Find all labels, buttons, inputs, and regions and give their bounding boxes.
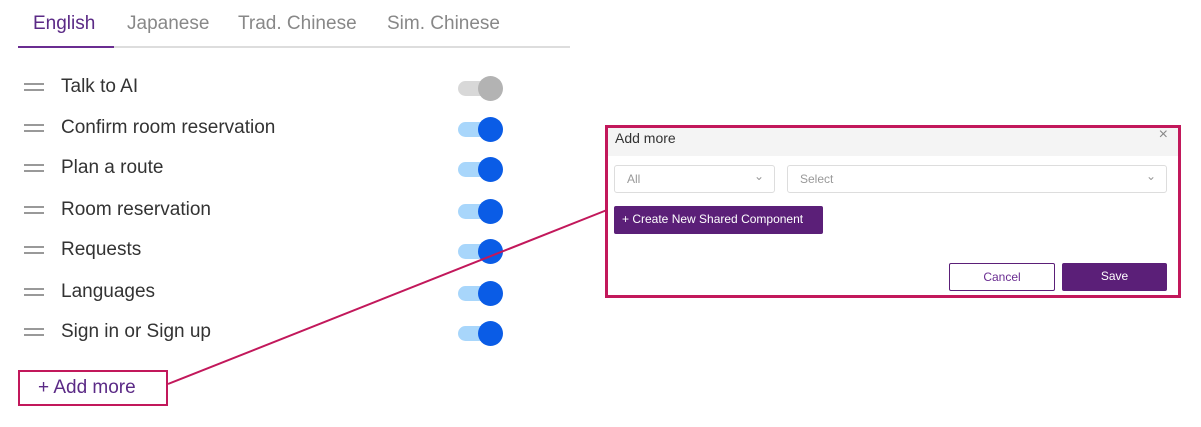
enable-toggle[interactable]: [458, 321, 503, 346]
item-label: Plan a route: [61, 157, 164, 178]
close-icon[interactable]: ×: [1158, 126, 1168, 143]
tab-english[interactable]: English: [33, 13, 96, 34]
create-shared-component-button[interactable]: + Create New Shared Component: [614, 206, 823, 234]
list-item: Room reservation: [24, 197, 504, 225]
add-more-button[interactable]: + Add more: [18, 370, 168, 406]
list-item: Talk to AI: [24, 74, 504, 102]
chevron-down-icon: ⌄: [753, 169, 764, 183]
list-item: Languages: [24, 279, 504, 307]
cancel-button[interactable]: Cancel: [949, 263, 1055, 291]
drag-handle-icon[interactable]: [24, 83, 44, 91]
add-more-dialog: Add more × All ⌄ Select ⌄ + Create New S…: [605, 125, 1181, 298]
chevron-down-icon: ⌄: [1145, 169, 1156, 183]
tab-japanese[interactable]: Japanese: [127, 13, 210, 34]
enable-toggle[interactable]: [458, 281, 503, 306]
toggle-knob: [478, 117, 503, 142]
drag-handle-icon[interactable]: [24, 124, 44, 132]
item-label: Confirm room reservation: [61, 117, 276, 138]
toggle-knob: [478, 157, 503, 182]
active-tab-indicator: [18, 46, 114, 48]
enable-toggle[interactable]: [458, 199, 503, 224]
tab-trad-chinese[interactable]: Trad. Chinese: [238, 13, 357, 34]
category-filter-value: All: [627, 172, 641, 186]
enable-toggle[interactable]: [458, 157, 503, 182]
toggle-knob: [478, 281, 503, 306]
language-tabs: English Japanese Trad. Chinese Sim. Chin…: [18, 0, 570, 48]
list-item: Requests: [24, 237, 504, 265]
item-label: Talk to AI: [61, 76, 139, 97]
item-label: Requests: [61, 239, 142, 260]
enable-toggle[interactable]: [458, 76, 503, 101]
dialog-title: Add more: [615, 130, 676, 146]
toggle-knob: [478, 76, 503, 101]
item-label: Languages: [61, 281, 156, 302]
item-label: Sign in or Sign up: [61, 321, 211, 342]
enable-toggle[interactable]: [458, 117, 503, 142]
drag-handle-icon[interactable]: [24, 206, 44, 214]
tab-sim-chinese[interactable]: Sim. Chinese: [387, 13, 500, 34]
list-item: Plan a route: [24, 155, 504, 183]
category-filter-select[interactable]: All ⌄: [614, 165, 775, 193]
toggle-knob: [478, 199, 503, 224]
component-select-placeholder: Select: [800, 172, 834, 186]
drag-handle-icon[interactable]: [24, 288, 44, 296]
save-button[interactable]: Save: [1062, 263, 1167, 291]
drag-handle-icon[interactable]: [24, 164, 44, 172]
list-item: Sign in or Sign up: [24, 319, 504, 347]
component-select[interactable]: Select ⌄: [787, 165, 1167, 193]
drag-handle-icon[interactable]: [24, 328, 44, 336]
list-item: Confirm room reservation: [24, 115, 504, 143]
item-label: Room reservation: [61, 199, 211, 220]
dialog-header: Add more ×: [608, 126, 1178, 156]
drag-handle-icon[interactable]: [24, 246, 44, 254]
toggle-knob: [478, 321, 503, 346]
